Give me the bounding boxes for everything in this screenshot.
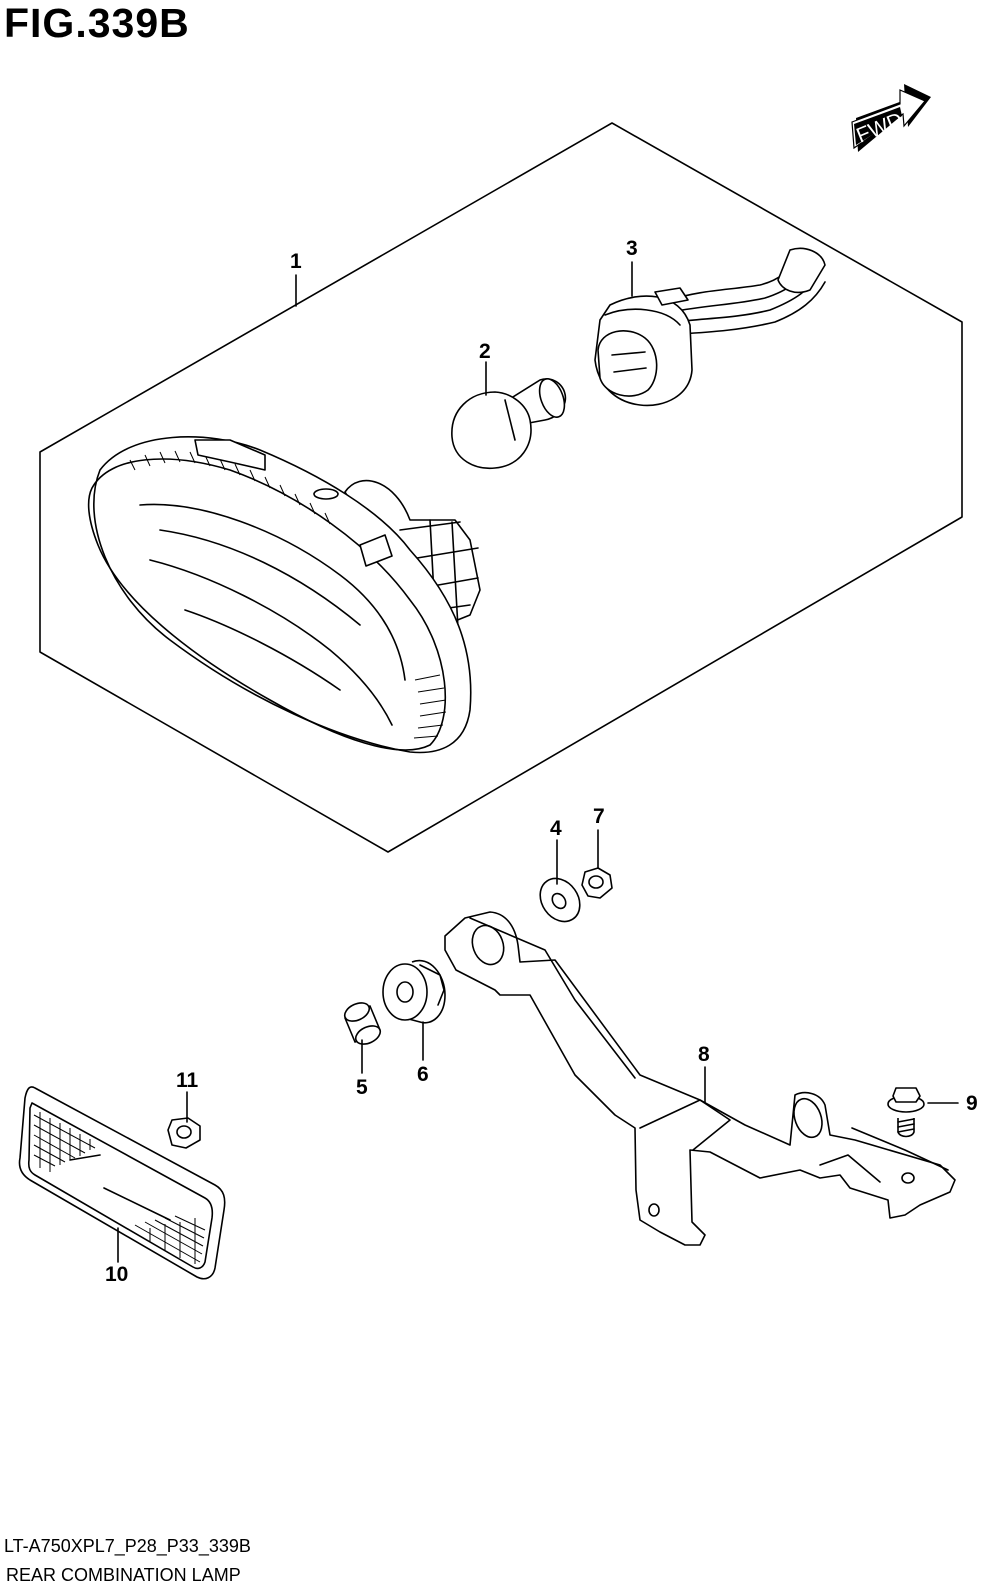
flange-nut-11 (167, 1117, 201, 1149)
callout-10: 10 (105, 1263, 128, 1286)
assembly-boundary (39, 122, 963, 853)
washer (539, 877, 581, 923)
lamp-bracket (444, 911, 956, 1246)
callout-4: 4 (550, 817, 562, 840)
callout-9: 9 (966, 1092, 978, 1115)
callout-11: 11 (176, 1069, 199, 1092)
callout-6: 6 (417, 1063, 429, 1086)
collar (343, 1002, 382, 1045)
cushion (382, 959, 446, 1024)
figure-title: FIG.339B (4, 0, 190, 46)
callout-1: 1 (290, 250, 302, 273)
callout-5: 5 (356, 1076, 368, 1099)
callout-7: 7 (593, 805, 605, 828)
reflex-reflector (18, 1086, 226, 1280)
callout-3: 3 (626, 237, 638, 260)
callout-8: 8 (698, 1043, 710, 1066)
flange-bolt (887, 1087, 925, 1138)
leader-lines (117, 261, 959, 1263)
drawing-code: LT-A750XPL7_P28_P33_339B (4, 1536, 251, 1556)
callout-2: 2 (479, 340, 491, 363)
flange-nut-7 (581, 867, 613, 899)
socket-harness (594, 247, 826, 407)
assembly-name: REAR COMBINATION LAMP (6, 1565, 241, 1585)
lamp-housing (87, 436, 481, 754)
bulb (451, 378, 567, 470)
forward-direction-arrow: FWD (851, 84, 931, 152)
